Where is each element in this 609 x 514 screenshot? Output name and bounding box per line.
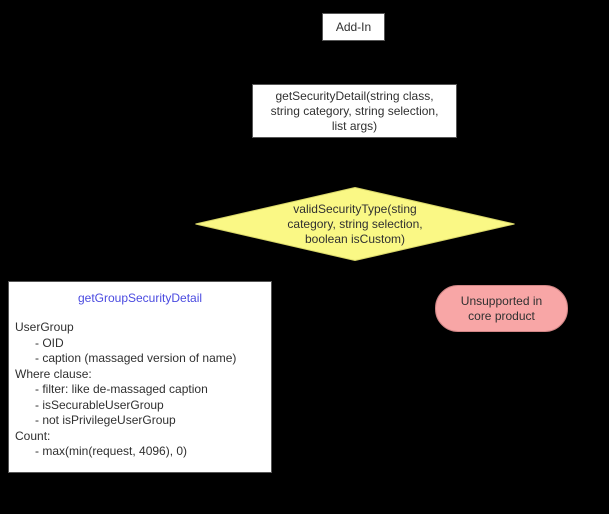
detail-line: UserGroup <box>15 320 74 334</box>
node-add-in: Add-In <box>322 13 385 41</box>
detail-line: Count: <box>15 428 51 443</box>
node-get-group-security-detail-title: getGroupSecurityDetail <box>77 291 203 305</box>
node-get-security-detail-line: list args) <box>331 118 378 133</box>
node-unsupported-line: core product <box>468 308 535 323</box>
decision-line: validSecurityType(sting <box>293 201 417 216</box>
detail-line: Where clause: <box>15 366 92 381</box>
node-get-security-detail-line: string category, string selection, <box>270 103 439 118</box>
detail-line: - isSecurableUserGroup <box>35 397 164 412</box>
detail-line: - caption (massaged version of name) <box>35 351 237 365</box>
node-get-group-security-detail: getGroupSecurityDetail UserGroup - OID -… <box>8 281 272 473</box>
detail-line: - filter: like de-massaged caption <box>35 382 208 396</box>
detail-line: - OID <box>35 335 64 350</box>
node-unsupported-in-core-product: Unsupported in core product <box>435 285 568 332</box>
decision-line: category, string selection, <box>287 216 423 231</box>
detail-line: - not isPrivilegeUserGroup <box>35 413 176 427</box>
node-get-security-detail: getSecurityDetail(string class, string c… <box>252 84 457 138</box>
decision-line: boolean isCustom) <box>304 231 406 246</box>
node-add-in-label: Add-In <box>335 19 372 34</box>
decision-valid-security-type-label: validSecurityType(sting category, string… <box>195 187 515 261</box>
diamond-shape <box>195 187 515 261</box>
node-unsupported-line: Unsupported in <box>460 293 543 308</box>
decision-valid-security-type: validSecurityType(sting category, string… <box>195 187 515 261</box>
node-get-security-detail-line: getSecurityDetail(string class, <box>275 88 434 103</box>
detail-line: - max(min(request, 4096), 0) <box>35 444 188 458</box>
